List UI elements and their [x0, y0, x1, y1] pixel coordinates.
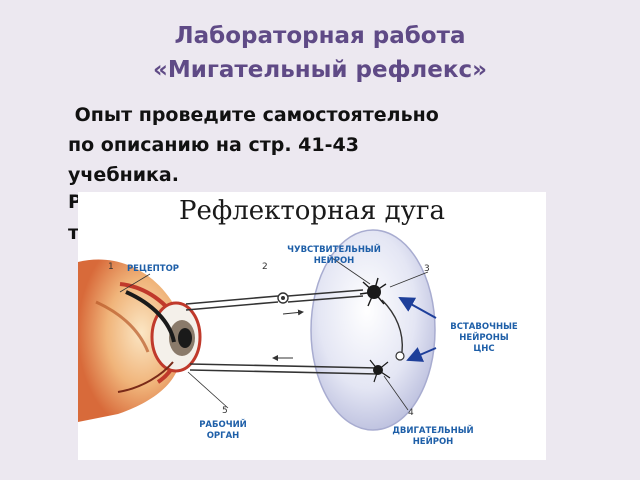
eye-receptor [78, 259, 202, 422]
reflex-arc-figure: Рефлекторная дуга РЕЦЕПТОР ЧУВСТВИТЕЛЬНЫ… [78, 192, 546, 460]
label-interneurons-l2: НЕЙРОНЫ [459, 333, 509, 343]
body-text-line5: т [68, 222, 80, 244]
body-text-line1: Опыт проведите самостоятельно [68, 104, 439, 126]
slide-title-line1: Лабораторная работа [174, 23, 466, 49]
callout-number-5: 5 [222, 406, 228, 416]
label-interneurons-l3: ЦНС [473, 344, 495, 354]
cns-ellipse [310, 229, 436, 431]
interneuron-arrow-1 [398, 297, 437, 319]
motor-neuron-body [369, 359, 391, 383]
label-effector-l2: ОРГАН [206, 431, 240, 441]
sensory-neuron-body [359, 277, 387, 307]
label-motor-neuron-l1: ДВИГАТЕЛЬНЫЙ [392, 426, 474, 436]
callout-number-4: 4 [408, 408, 414, 418]
body-text-line2: по описанию на стр. 41-43 [68, 134, 359, 156]
callout-number-3: 3 [424, 264, 430, 274]
label-motor-neuron-l2: НЕЙРОН [412, 437, 454, 447]
slide-title-line2: «Мигательный рефлекс» [153, 57, 487, 83]
label-effector-l1: РАБОЧИЙ [199, 420, 247, 430]
label-receptor: РЕЦЕПТОР [126, 264, 180, 274]
body-text-line3: учебника. [68, 164, 179, 186]
figure-title: Рефлекторная дуга [179, 196, 445, 226]
interneuron-arrow-2 [406, 347, 437, 362]
motor-fiber [189, 355, 379, 375]
label-sensory-neuron-l2: НЕЙРОН [313, 256, 355, 266]
label-sensory-neuron-l1: ЧУВСТВИТЕЛЬНЫЙ [287, 245, 381, 255]
interneuron-path [381, 299, 405, 361]
sensory-fiber [185, 289, 364, 316]
callout-number-1: 1 [108, 262, 114, 272]
label-interneurons-l1: ВСТАВОЧНЫЕ [450, 322, 518, 332]
callout-number-2: 2 [262, 262, 268, 272]
reflex-arc-diagram [78, 229, 437, 431]
